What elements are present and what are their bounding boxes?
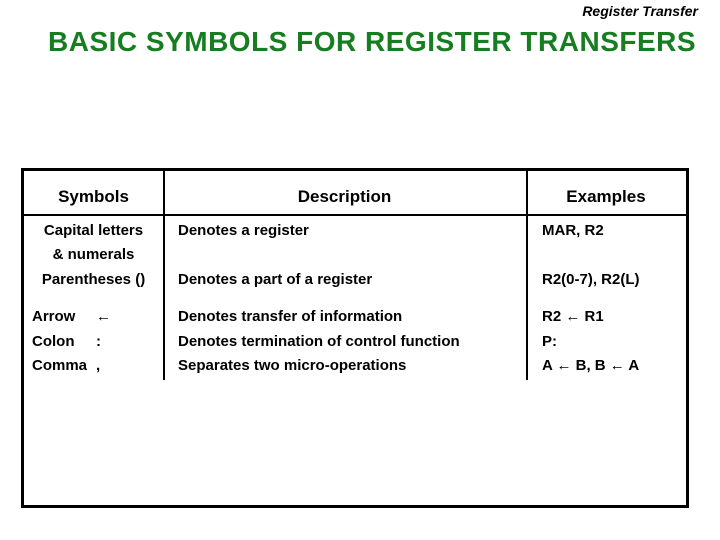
example-register: MAR, R2 (542, 222, 604, 239)
description-control-function: Denotes termination of control function (178, 333, 460, 350)
symbol-colon: Colon: (32, 333, 163, 351)
description-micro-operations: Separates two micro-operations (178, 357, 407, 374)
left-arrow-icon: ← (96, 308, 111, 325)
symbol-arrow-label: Arrow (32, 308, 76, 325)
colon-glyph: : (96, 333, 101, 350)
symbols-table: Symbols Description Examples Capital let… (21, 168, 689, 508)
example-transfer: R2 ← R1 (542, 308, 604, 325)
symbol-comma-label: Comma (32, 357, 88, 374)
description-register: Denotes a register (178, 222, 309, 239)
symbol-capital-letters-line2: & numerals (52, 246, 135, 263)
symbol-colon-label: Colon (32, 333, 75, 350)
example-control-function: P: (542, 333, 557, 350)
column-header-symbols: Symbols (58, 187, 129, 206)
symbol-comma: Comma, (32, 357, 163, 375)
description-part-of-register: Denotes a part of a register (178, 271, 373, 288)
column-header-description: Description (297, 187, 392, 206)
symbol-parentheses: Parentheses () (41, 271, 146, 288)
column-header-examples: Examples (566, 187, 646, 206)
symbol-capital-letters-line1: Capital letters (43, 222, 144, 239)
column-divider-description-examples (526, 171, 528, 380)
comma-glyph: , (96, 357, 101, 374)
page-title: BASIC SYMBOLS FOR REGISTER TRANSFERS (48, 26, 697, 57)
example-part-of-register: R2(0-7), R2(L) (542, 271, 640, 288)
header-underline (24, 214, 686, 216)
description-transfer: Denotes transfer of information (178, 308, 403, 325)
column-divider-symbols-description (163, 171, 165, 380)
symbol-arrow: Arrow ← (32, 308, 163, 326)
example-micro-operations: A ← B, B ← A (542, 357, 640, 374)
slide-caption: Register Transfer (582, 3, 698, 19)
